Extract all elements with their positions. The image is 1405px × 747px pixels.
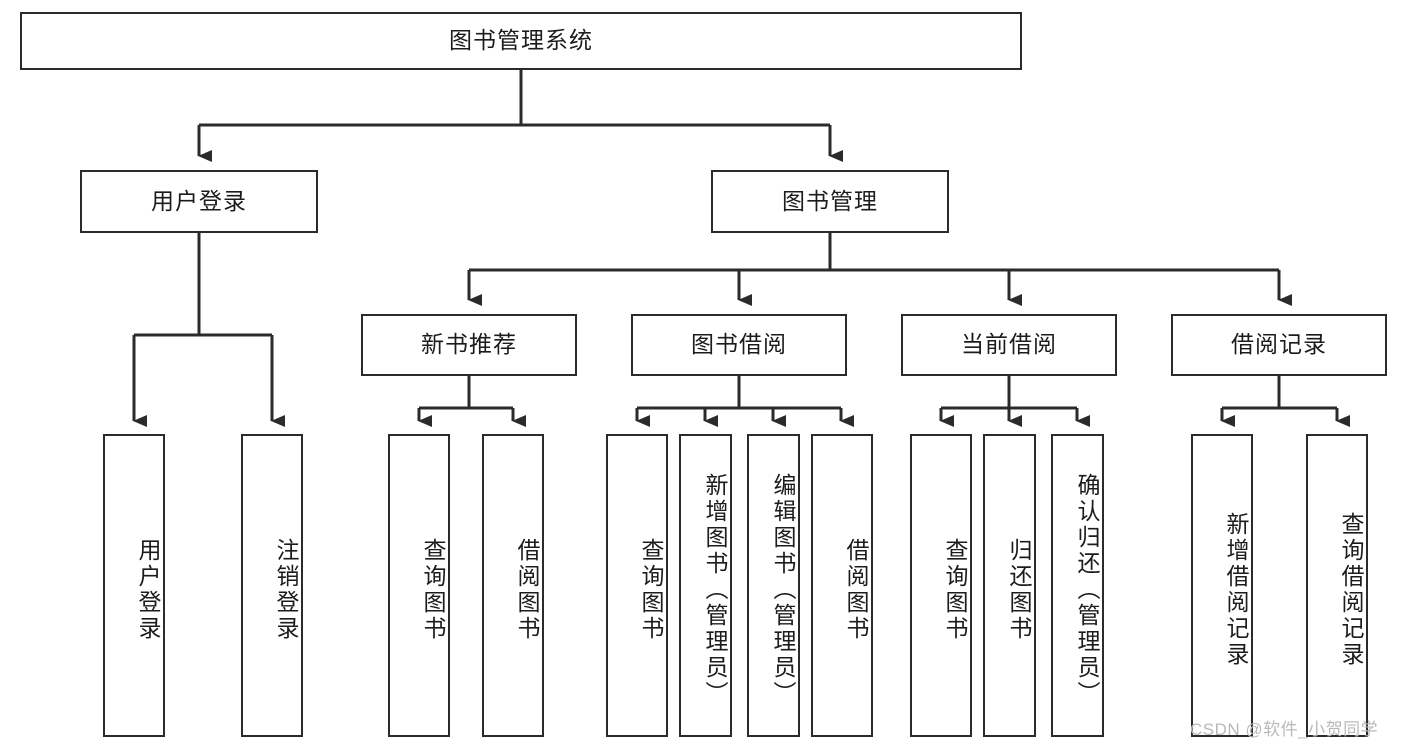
node-label: 借阅图书 — [514, 537, 540, 642]
node-label: 用户登录 — [151, 187, 247, 214]
node-label: 借阅记录 — [1231, 331, 1327, 358]
node-leaf-borrow-book-1[interactable]: 借阅图书 — [482, 434, 544, 737]
node-label: 查询图书 — [638, 537, 664, 642]
node-leaf-return-book[interactable]: 归还图书 — [983, 434, 1036, 737]
node-label: 当前借阅 — [961, 331, 1057, 358]
node-leaf-user-login[interactable]: 用户登录 — [103, 434, 165, 737]
node-label: 编辑图书（管理员） — [770, 472, 796, 707]
node-label: 新增借阅记录 — [1223, 511, 1249, 668]
node-label: 借阅图书 — [843, 537, 869, 642]
node-label: 图书借阅 — [691, 331, 787, 358]
node-label: 新增图书（管理员） — [702, 472, 728, 707]
node-book-management[interactable]: 图书管理 — [711, 170, 949, 233]
node-new-book-recommend[interactable]: 新书推荐 — [361, 314, 577, 376]
node-leaf-add-book[interactable]: 新增图书（管理员） — [679, 434, 732, 737]
node-book-borrow[interactable]: 图书借阅 — [631, 314, 847, 376]
node-leaf-query-record[interactable]: 查询借阅记录 — [1306, 434, 1368, 737]
node-leaf-query-book-1[interactable]: 查询图书 — [388, 434, 450, 737]
node-label: 新书推荐 — [421, 331, 517, 358]
node-leaf-query-book-3[interactable]: 查询图书 — [910, 434, 972, 737]
node-label: 查询图书 — [942, 537, 968, 642]
node-label: 查询图书 — [420, 537, 446, 642]
node-label: 图书管理 — [782, 187, 878, 214]
node-user-login[interactable]: 用户登录 — [80, 170, 318, 233]
node-leaf-confirm-return[interactable]: 确认归还（管理员） — [1051, 434, 1104, 737]
node-leaf-borrow-book-2[interactable]: 借阅图书 — [811, 434, 873, 737]
node-label: 图书管理系统 — [449, 27, 593, 54]
node-leaf-add-record[interactable]: 新增借阅记录 — [1191, 434, 1253, 737]
node-leaf-query-book-2[interactable]: 查询图书 — [606, 434, 668, 737]
node-leaf-edit-book[interactable]: 编辑图书（管理员） — [747, 434, 800, 737]
node-borrow-record[interactable]: 借阅记录 — [1171, 314, 1387, 376]
node-label: 用户登录 — [135, 537, 161, 642]
node-label: 确认归还（管理员） — [1074, 472, 1100, 707]
watermark-text: CSDN @软件_小贺同学 — [1190, 720, 1379, 739]
node-label: 归还图书 — [1006, 537, 1032, 642]
node-label: 注销登录 — [273, 537, 299, 642]
node-label: 查询借阅记录 — [1338, 511, 1364, 668]
node-leaf-user-logout[interactable]: 注销登录 — [241, 434, 303, 737]
node-book-management-system[interactable]: 图书管理系统 — [20, 12, 1022, 70]
node-current-borrow[interactable]: 当前借阅 — [901, 314, 1117, 376]
